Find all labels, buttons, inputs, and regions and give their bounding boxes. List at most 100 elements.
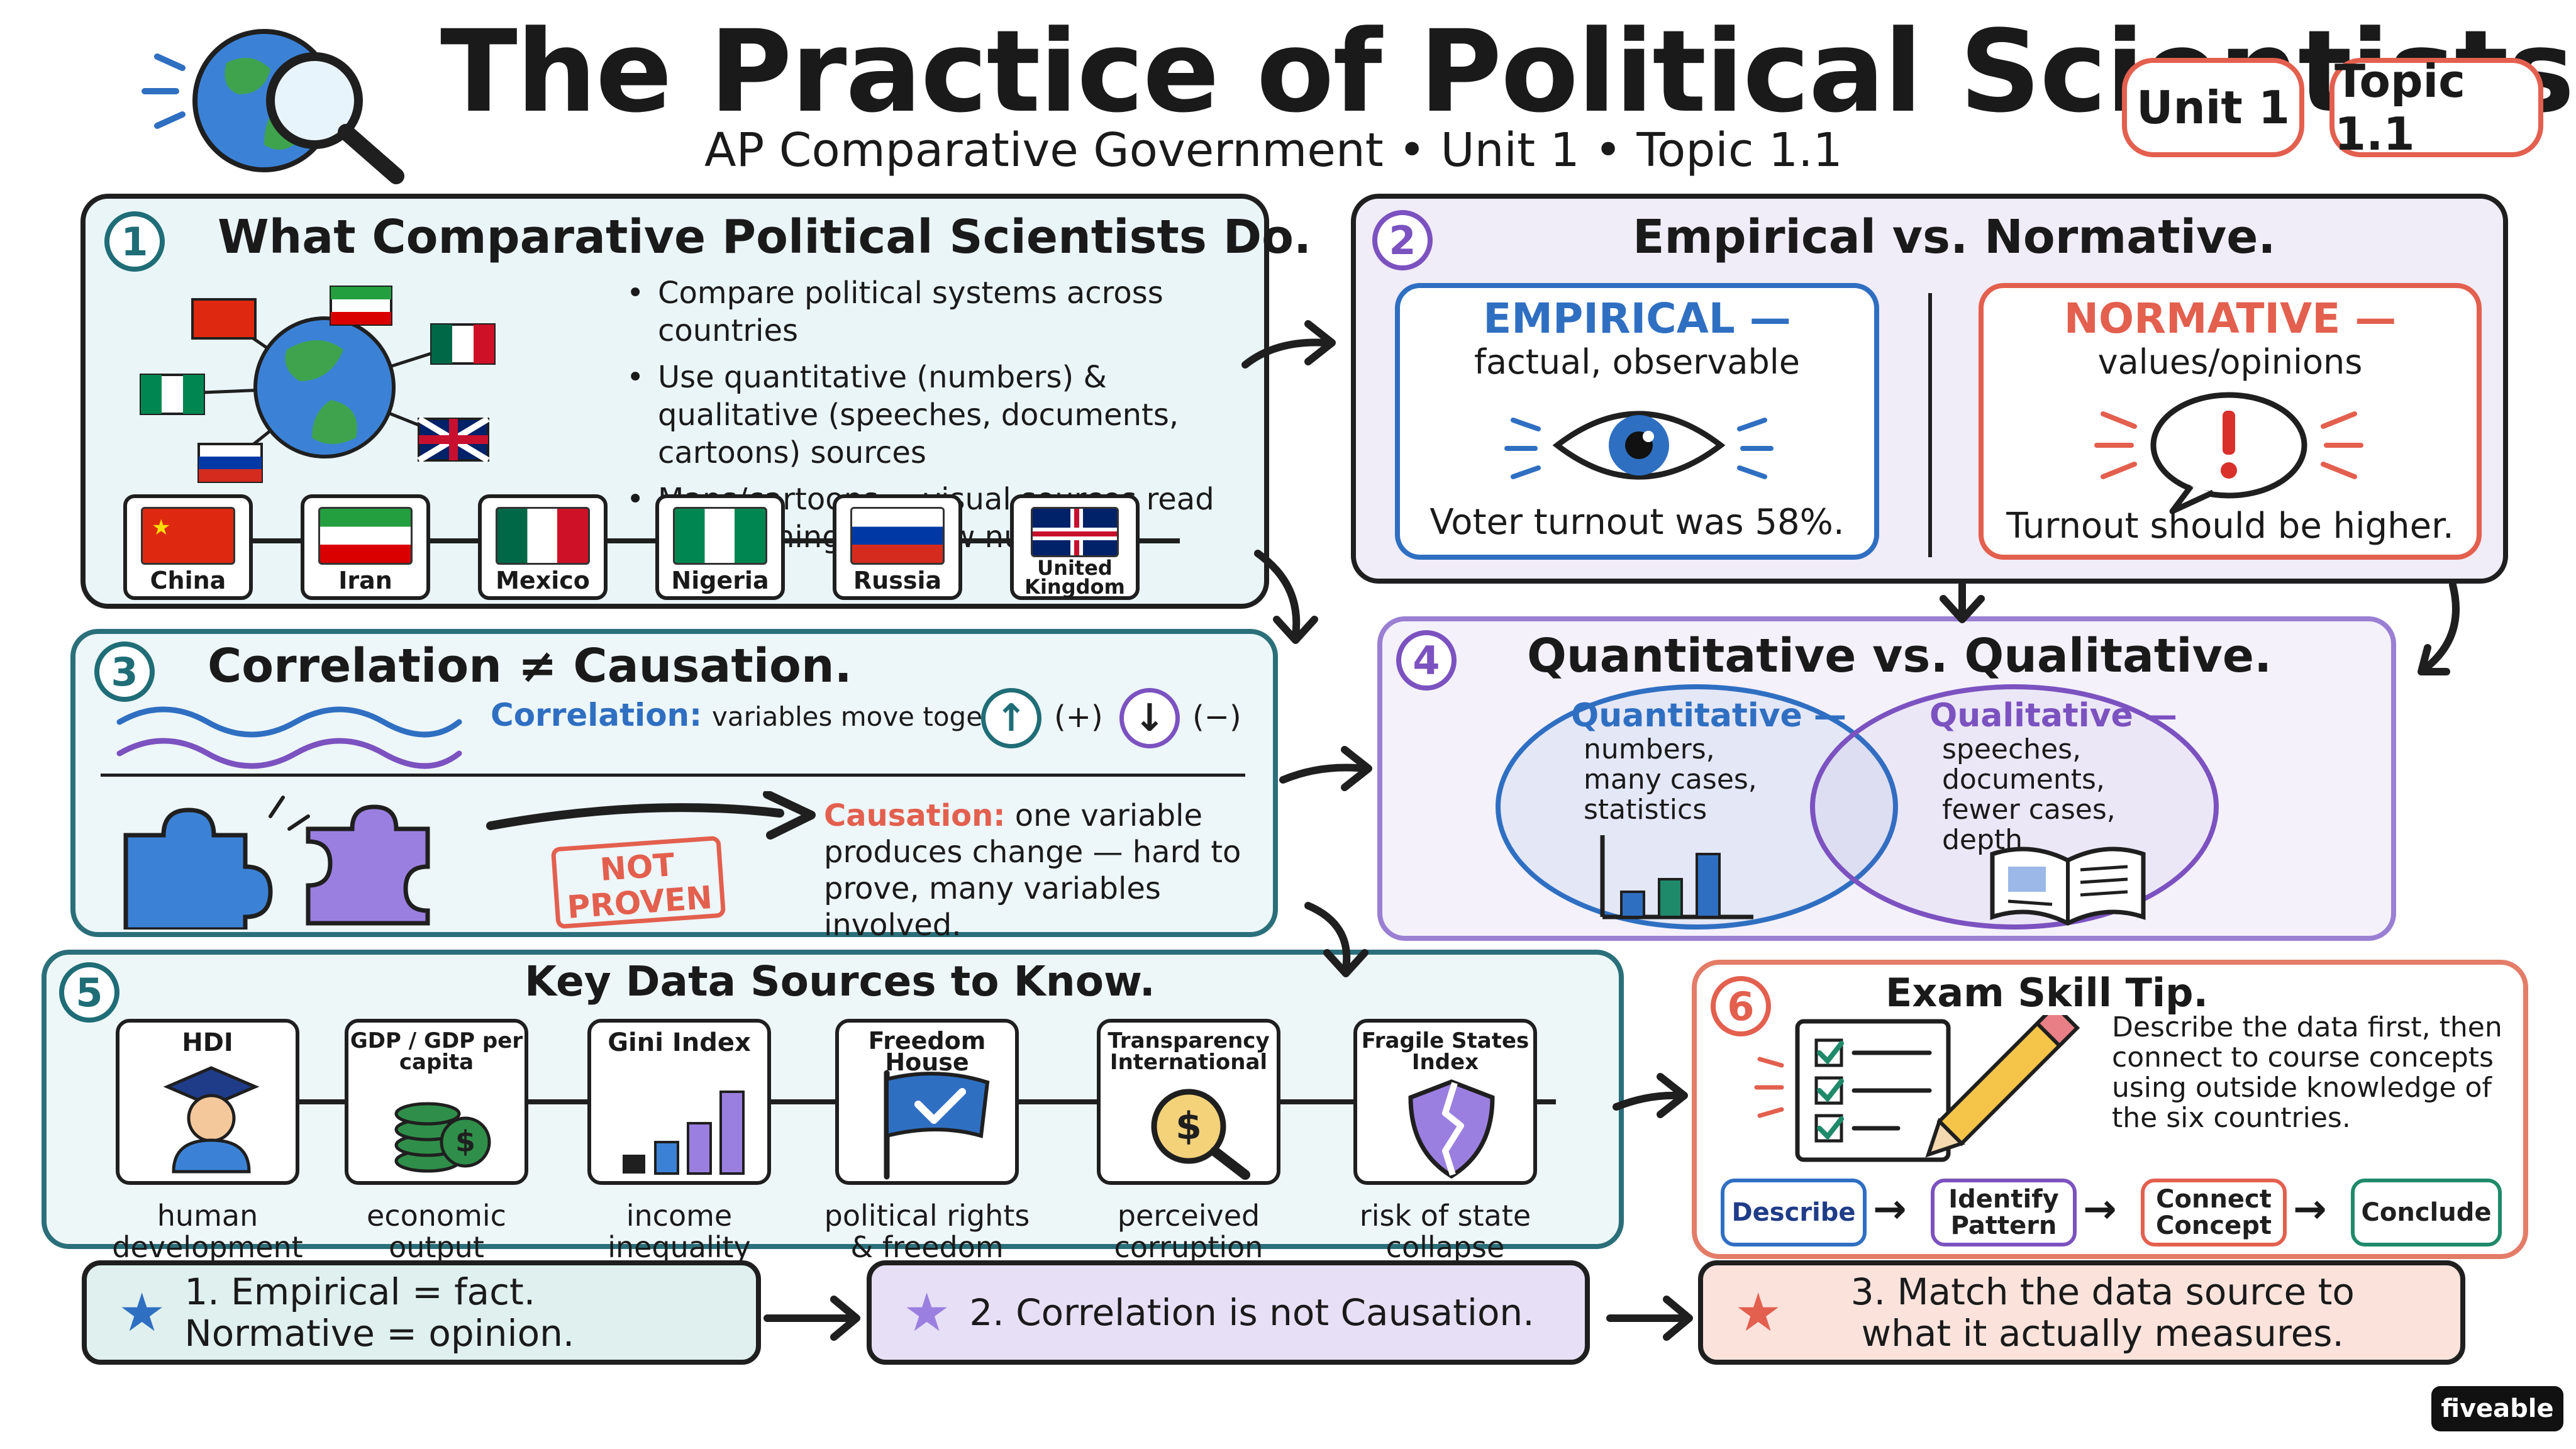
panel-key-data-sources: 5 Key Data Sources to Know. HDI human de… [42,950,1624,1263]
panel-number: 1 [104,211,165,272]
panel-title: Quantitative vs. Qualitative. [1527,629,2272,683]
source-title: Fragile States Index [1361,1028,1530,1075]
globe-magnifier-icon [142,29,404,184]
uk-flag-icon [1031,507,1119,557]
panel-correlation-causation: 3 Correlation ≠ Causation. Correlation: … [70,629,1278,943]
qualitative-line: documents, [1942,763,2105,796]
panel-number: 6 [1711,976,1771,1036]
correlation-label: Correlation: [491,697,702,733]
step-arrow-icon: → [2293,1186,2327,1233]
negative-label: (−) [1192,699,1241,735]
country-card-uk: United Kingdom [1010,494,1140,600]
panel-quantitative-vs-qualitative: 4 Quantitative vs. Qualitative. Quantita… [1377,616,2396,941]
normative-subtitle: values/opinions [2097,342,2363,382]
opinion-speech-bubble-icon [2094,392,2363,514]
source-card-transparency-international: Transparency International $ [1097,1019,1280,1185]
up-arrow-icon: ↑ [981,688,1041,748]
panel-what-scientists-do: 1 What Comparative Political Scientists … [80,194,1311,609]
country-label: Iran [338,567,392,594]
globe-flags-illustration [140,286,496,483]
checklist-pencil-icon [1754,1015,2080,1162]
source-caption: economic output [367,1199,506,1264]
down-arrow-icon: ↓ [1119,688,1180,748]
source-title: Transparency International [1108,1028,1270,1075]
topic-tag: Topic 1.1 [2329,55,2543,160]
source-caption: income inequality [608,1199,751,1264]
iran-flag-icon [318,507,413,565]
country-label: China [150,567,226,594]
country-card-nigeria: Nigeria [655,494,785,600]
star-icon: ★ [903,1282,951,1343]
step-identify-pattern: Identify Pattern [1931,1179,2077,1246]
panel-title: Correlation ≠ Causation. [208,639,852,693]
rising-bars-icon [623,1091,745,1175]
panel-title: What Comparative Political Scientists Do… [218,210,1312,264]
takeaway-empirical-normative: ★ 1. Empirical = fact. Normative = opini… [82,1260,761,1365]
country-card-russia: Russia [833,494,962,600]
source-title: Gini Index [608,1028,751,1057]
normative-example: Turnout should be higher. [2006,506,2454,547]
country-card-iran: Iran [301,494,430,600]
empirical-subtitle: factual, observable [1474,342,1801,382]
source-title: HDI [182,1028,233,1057]
causation-text: one variable produces change — hard to p… [824,798,1241,943]
step-describe: Describe [1721,1179,1867,1246]
causation-arrow-icon [486,791,816,840]
source-card-fragile-states: Fragile States Index [1353,1019,1537,1185]
step-conclude: Conclude [2351,1179,2502,1246]
panel-empirical-vs-normative: 2 Empirical vs. Normative. EMPIRICAL — f… [1351,194,2508,584]
panel-number: 3 [94,641,155,702]
puzzle-pieces-icon [123,796,430,930]
source-card-freedom-house: Freedom House [835,1019,1019,1185]
panel-exam-skill-tip: 6 Exam Skill Tip. Describe the data firs… [1692,960,2528,1259]
quantitative-line: numbers, [1584,733,1715,765]
country-label: Nigeria [671,567,769,594]
quantitative-label: Quantitative — [1571,697,1846,735]
quantitative-description: numbers, many cases, statistics [1584,735,1757,825]
nigeria-flag-icon [673,507,767,565]
panel-number: 2 [1372,210,1433,270]
takeaway-text: 2. Correlation is not Causation. [969,1291,1535,1334]
takeaway-text: 1. Empirical = fact. Normative = opinion… [184,1270,575,1355]
panel-title: Key Data Sources to Know. [525,957,1155,1006]
causation-label: Causation: [824,798,1006,833]
panel-number: 5 [59,962,119,1023]
source-card-gdp: GDP / GDP per capita $ [345,1019,528,1185]
source-title: GDP / GDP per capita [350,1028,523,1075]
star-icon: ★ [118,1282,166,1343]
panel-number: 4 [1396,630,1457,691]
country-card-china: ★ China [123,494,253,600]
step-connect-concept: Connect Concept [2141,1179,2287,1246]
country-chain: ★ China Iran Mexico Nigeria Russia Unite… [123,494,1230,601]
quantitative-line: statistics [1584,794,1707,826]
quantitative-line: many cases, [1584,763,1757,796]
takeaway-data-source: ★ 3. Match the data source to what it ac… [1698,1260,2465,1365]
graduate-icon [163,1066,260,1174]
qualitative-label: Qualitative — [1929,697,2177,735]
source-caption: political rights & freedom [824,1199,1030,1264]
country-label: Russia [853,567,942,594]
source-caption: human development [112,1199,303,1264]
panel-title: Empirical vs. Normative. [1633,210,2276,264]
country-card-mexico: Mexico [478,494,608,600]
source-card-hdi: HDI [116,1019,299,1185]
qualitative-line: fewer cases, [1942,794,2116,826]
svg-text:$: $ [455,1124,475,1158]
takeaway-text: 3. Match the data source to what it actu… [1850,1270,2355,1355]
step-arrow-icon: → [2083,1186,2117,1233]
divider [1928,293,1932,557]
normative-box: NORMATIVE — values/opinions Turnout shou… [1979,283,2482,560]
panel-title: Exam Skill Tip. [1885,970,2209,1016]
bullet-item: Use quantitative (numbers) & qualitative… [626,358,1255,472]
positive-label: (+) [1054,699,1103,735]
bullet-item: Compare political systems across countri… [626,274,1255,350]
mexico-flag-icon [496,507,590,565]
step-arrow-icon: → [1873,1186,1907,1233]
qualitative-line: speeches, [1942,733,2082,765]
svg-text:$: $ [1175,1104,1202,1148]
eye-icon [1504,411,1774,480]
normative-label: NORMATIVE — [2063,294,2397,343]
fiveable-logo: fiveable [2431,1386,2563,1431]
dollar-magnifier-icon: $ [1151,1089,1250,1180]
